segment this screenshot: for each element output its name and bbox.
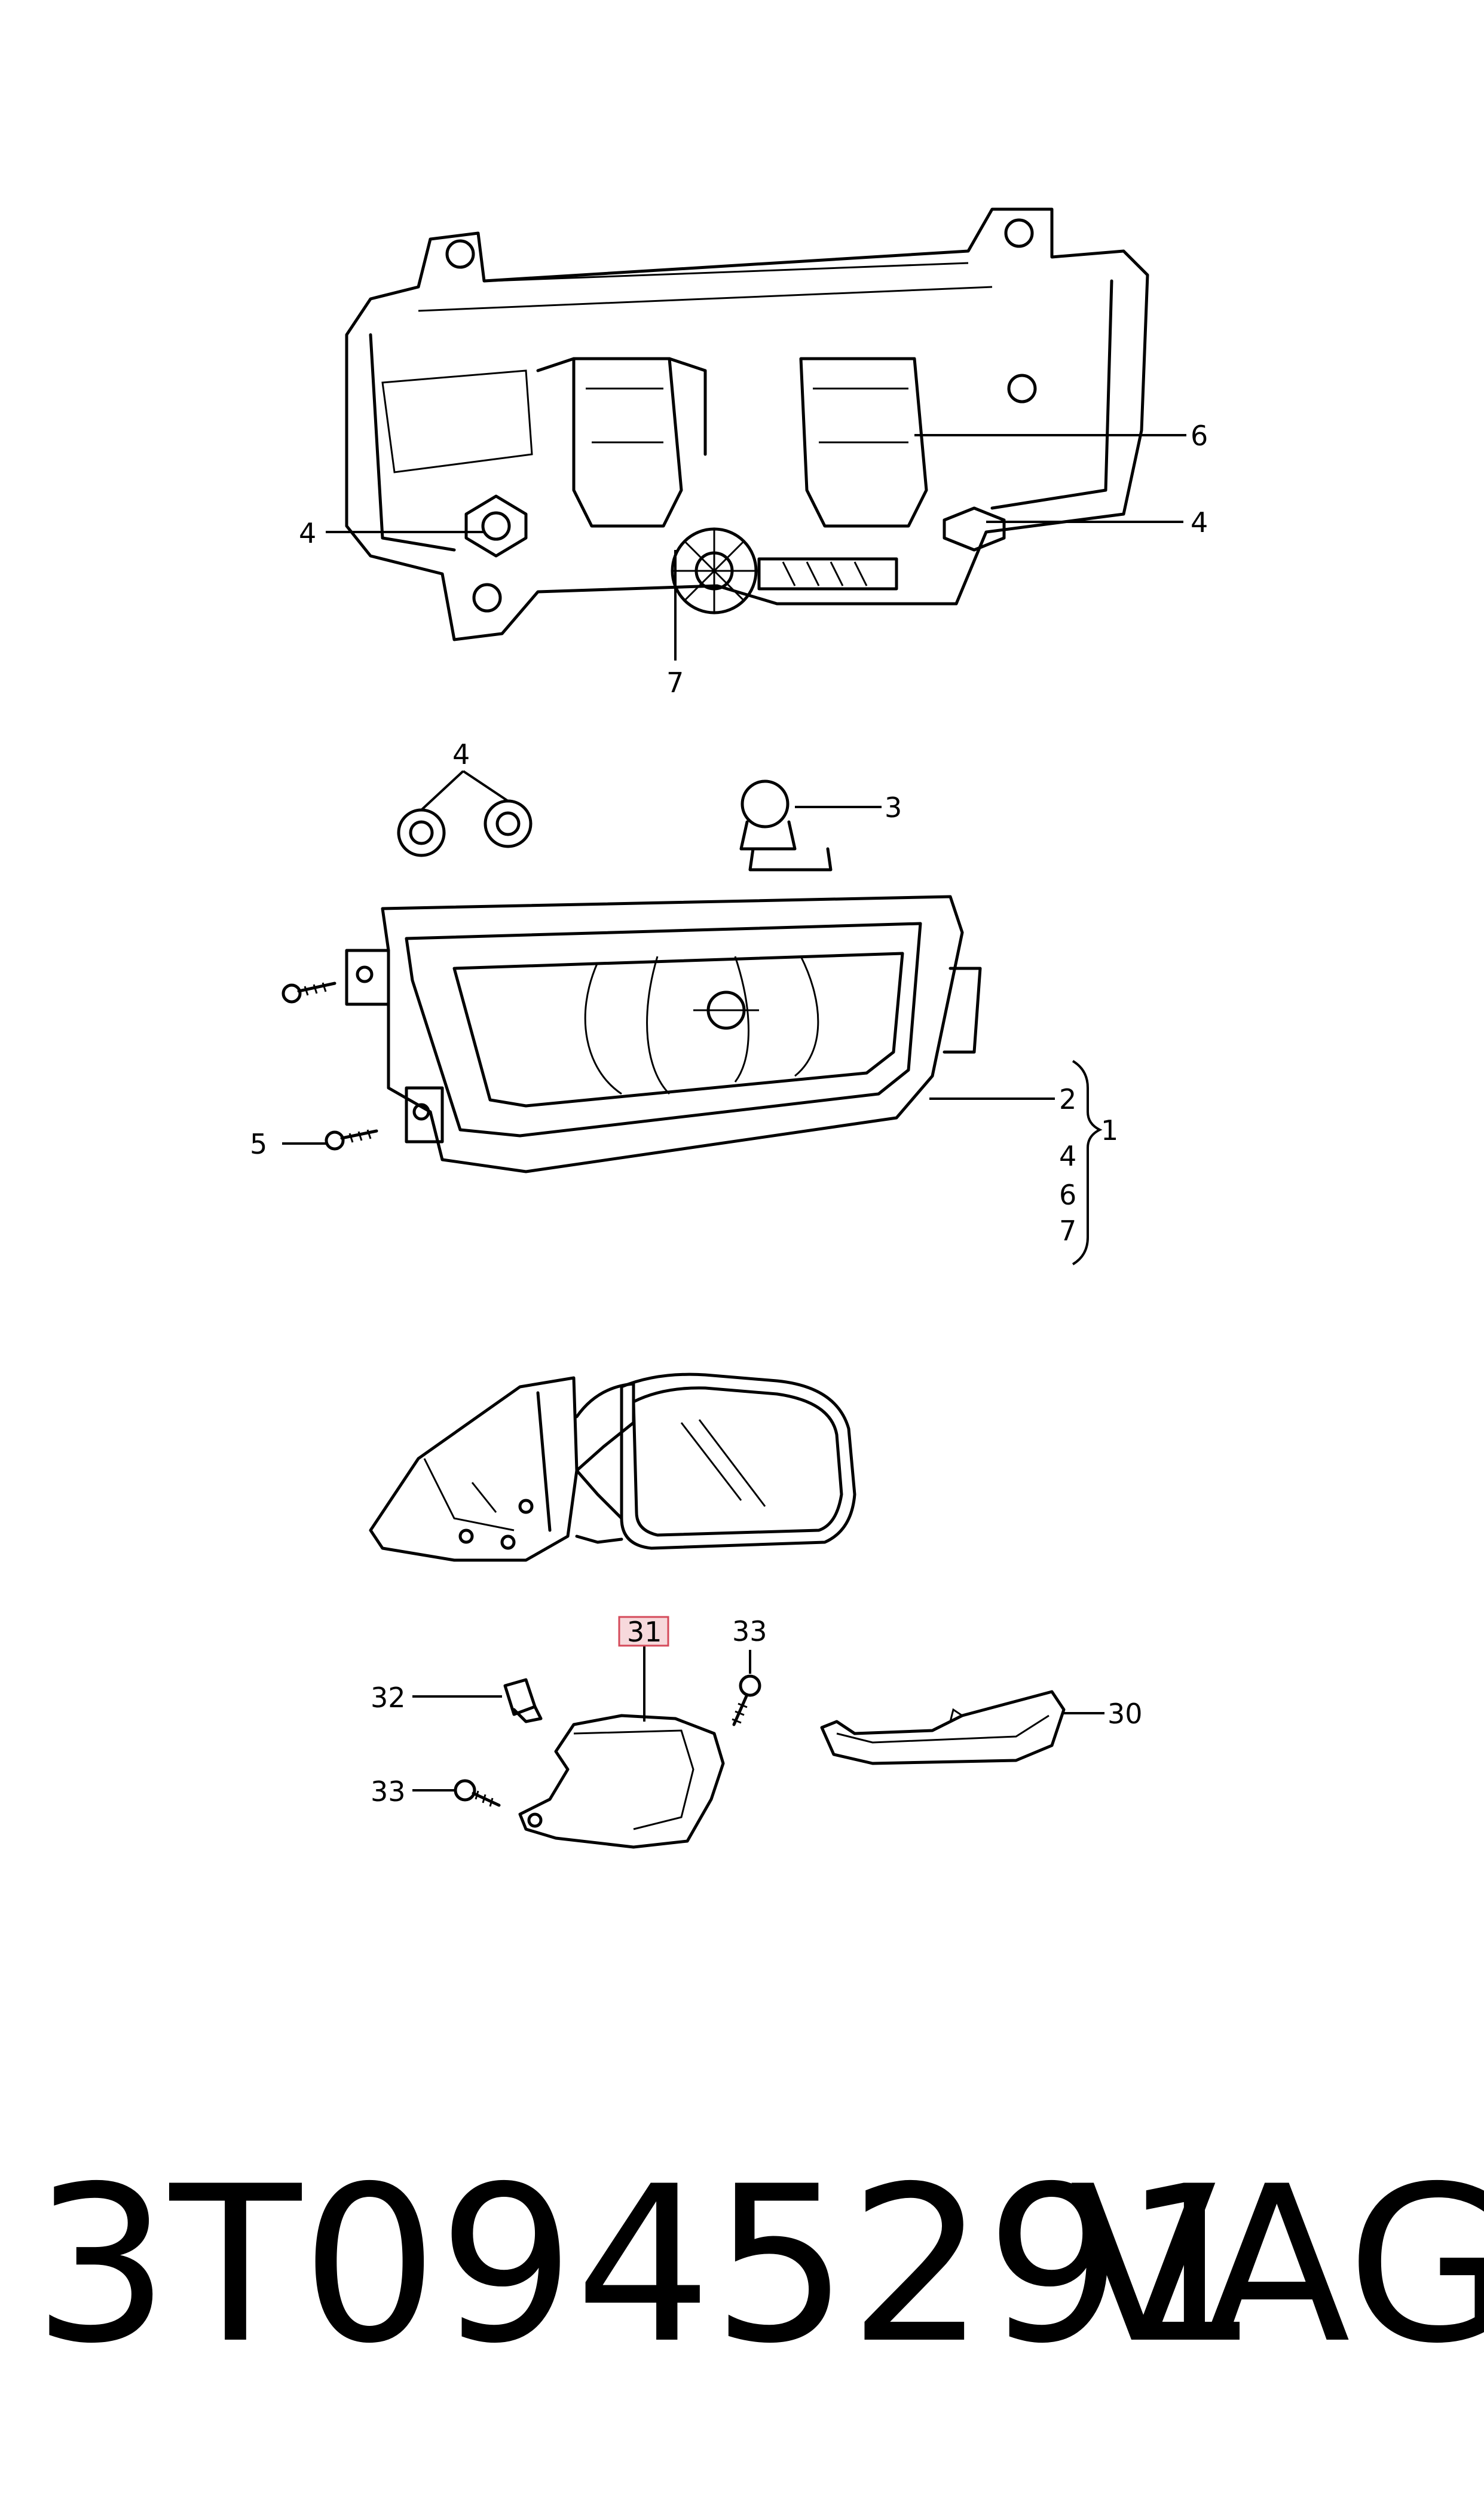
brand-name: VAG xyxy=(1070,2140,1484,2390)
callout-30: 30 xyxy=(1107,1698,1143,1730)
part-number: 3T0945291 xyxy=(33,2140,1260,2390)
callout-31: 31 xyxy=(627,1616,662,1648)
bulb xyxy=(739,779,882,872)
callout-1: 1 xyxy=(1101,1114,1118,1147)
callout-7-top: 7 xyxy=(666,667,684,699)
callout-5: 5 xyxy=(250,1128,267,1160)
callout-31-highlight xyxy=(618,1616,669,1647)
callout-32: 32 xyxy=(371,1682,406,1714)
callout-4-top-left: 4 xyxy=(299,517,316,549)
callout-4-rings: 4 xyxy=(452,738,470,771)
grommet-rings xyxy=(397,770,533,857)
clip-32 xyxy=(412,1678,543,1723)
screw-33-bottom xyxy=(412,1779,501,1807)
callout-33-top: 33 xyxy=(732,1615,767,1647)
caption: 3T0945291 VAG xyxy=(0,2110,1484,2421)
mirror-cover-part-31 xyxy=(518,1644,725,1849)
side-mirror xyxy=(369,1372,856,1562)
callout-2: 2 xyxy=(1059,1083,1076,1115)
fog-lamp-housing-rear xyxy=(326,207,1186,661)
callout-33-bottom: 33 xyxy=(371,1775,406,1808)
fog-lamp-front xyxy=(281,895,1103,1265)
parts-diagram: 6 4 4 7 4 3 xyxy=(250,207,1208,1849)
callout-3: 3 xyxy=(885,791,902,824)
callout-6-top: 6 xyxy=(1191,420,1208,452)
callout-7-list: 7 xyxy=(1059,1215,1076,1247)
callout-4-top-right: 4 xyxy=(1191,506,1208,539)
trim-strip-30 xyxy=(820,1690,1104,1765)
callout-4-list: 4 xyxy=(1059,1140,1076,1172)
callout-6-list: 6 xyxy=(1059,1179,1076,1211)
screw-33-top xyxy=(732,1650,761,1726)
